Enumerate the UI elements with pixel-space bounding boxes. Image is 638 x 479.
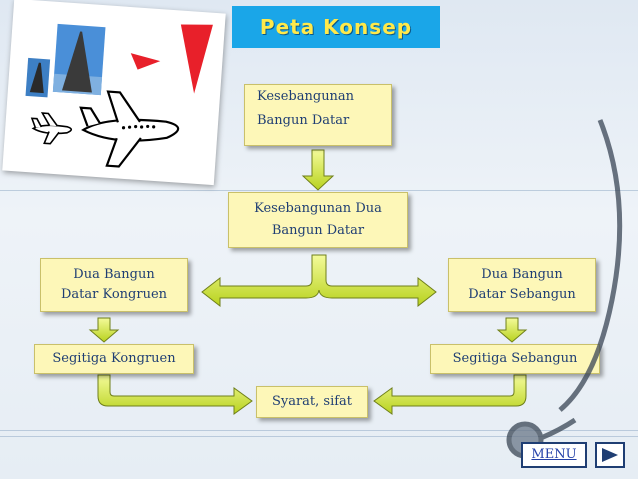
- concept-segitiga-kongruen-label: Segitiga Kongruen: [52, 351, 176, 366]
- menu-button[interactable]: MENU: [521, 442, 587, 468]
- small-triangle-icon: [130, 53, 161, 70]
- arrow-down-top: [301, 149, 335, 191]
- large-airplane-icon: [79, 90, 180, 168]
- arrow-down-left: [88, 317, 120, 343]
- concept-box-sebangun: Dua Bangun Datar Sebangun: [448, 258, 596, 312]
- small-tower-icon: [29, 62, 44, 94]
- concept-kongruen-line2: Datar Kongruen: [60, 287, 168, 302]
- illustration-card: [2, 0, 226, 186]
- large-tower-icon: [61, 31, 92, 93]
- small-airplane-icon: [30, 112, 73, 145]
- arrow-left-to-center: [97, 374, 253, 415]
- concept-box-segitiga-sebangun: Segitiga Sebangun: [430, 344, 600, 374]
- concept-box-segitiga-kongruen: Segitiga Kongruen: [34, 344, 194, 374]
- concept-segitiga-sebangun-label: Segitiga Sebangun: [452, 351, 578, 366]
- concept-box-top: Kesebangunan Bangun Datar: [244, 84, 392, 146]
- illustration: [25, 23, 213, 168]
- background-line: [0, 430, 638, 431]
- concept-box-kongruen: Dua Bangun Datar Kongruen: [40, 258, 188, 312]
- concept-syarat-sifat-label: Syarat, sifat: [271, 394, 353, 409]
- concept-box-syarat-sifat: Syarat, sifat: [256, 386, 368, 418]
- background-line: [0, 190, 638, 191]
- next-button[interactable]: [595, 442, 625, 468]
- concept-sebangun-line2: Datar Sebangun: [468, 287, 576, 302]
- arrow-down-right: [496, 317, 528, 343]
- concept-top-line2: Bangun Datar: [257, 113, 350, 128]
- arrow-split: [201, 254, 437, 308]
- concept-top-line1: Kesebangunan: [257, 89, 355, 104]
- concept-box-middle: Kesebangunan Dua Bangun Datar: [228, 192, 408, 248]
- large-triangle-icon: [180, 24, 213, 94]
- page-title: Peta Konsep: [232, 6, 440, 48]
- concept-middle-line2: Bangun Datar: [271, 223, 365, 238]
- concept-kongruen-line1: Dua Bangun: [73, 267, 155, 282]
- concept-middle-line1: Kesebangunan Dua: [254, 201, 382, 216]
- background-line: [0, 436, 638, 437]
- arrow-right-to-center: [373, 374, 527, 415]
- next-arrow-icon: [602, 448, 618, 462]
- concept-sebangun-line1: Dua Bangun: [481, 267, 563, 282]
